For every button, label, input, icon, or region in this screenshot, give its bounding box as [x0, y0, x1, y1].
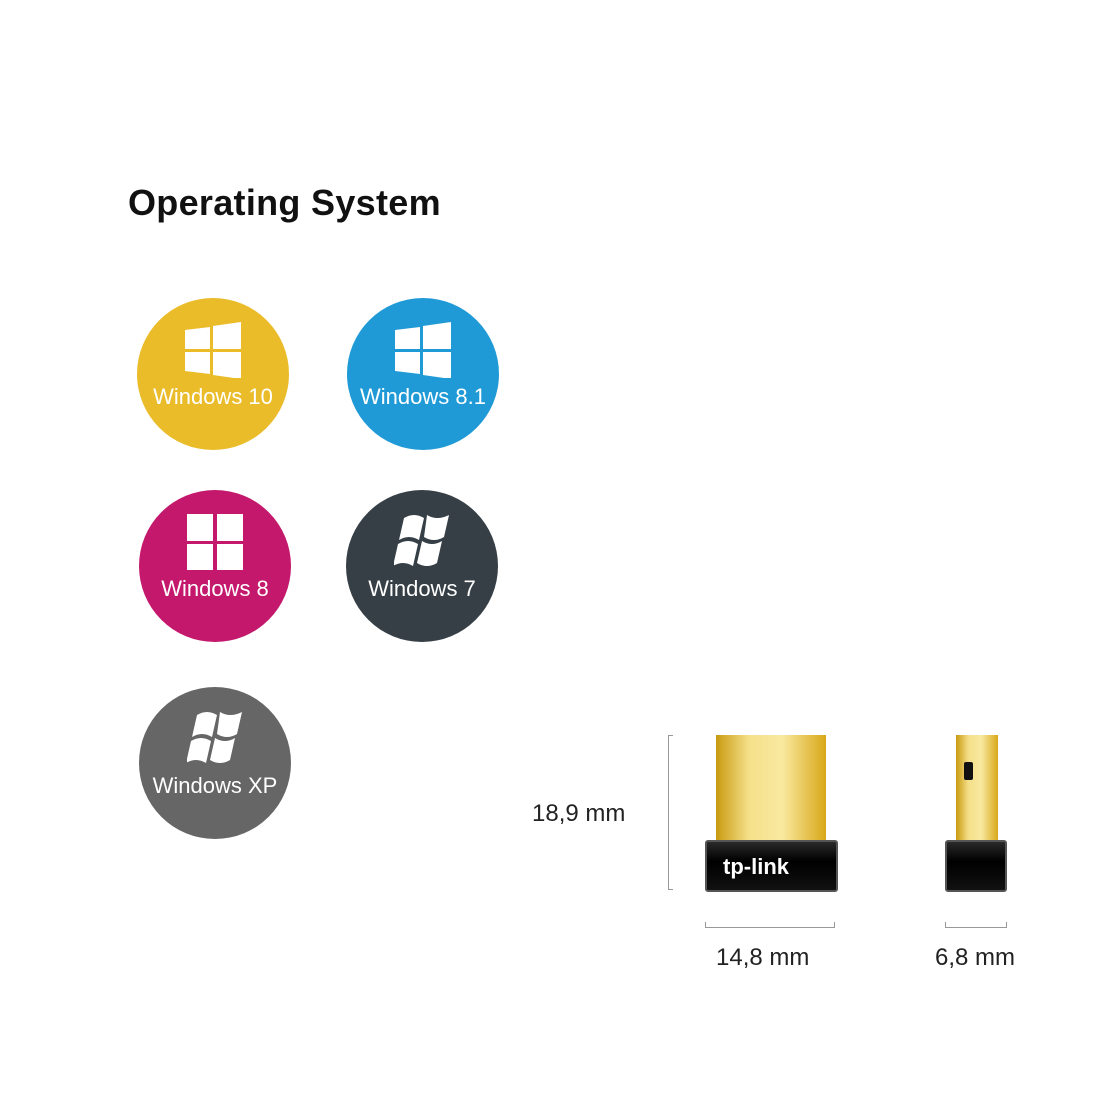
depth-dimension-label: 6,8 mm	[935, 944, 1016, 971]
os-badge-windows-10: Windows 10	[137, 298, 289, 450]
width-dimension-line	[705, 922, 835, 928]
windows-8-logo-icon	[187, 514, 243, 570]
depth-dimension-line	[945, 922, 1007, 928]
os-badge-windows-8-1: Windows 8.1	[347, 298, 499, 450]
height-dimension-line	[668, 735, 673, 890]
os-label: Windows 8	[161, 576, 269, 601]
os-badge-windows-8: Windows 8	[139, 490, 291, 642]
os-badge-windows-xp: Windows XP	[139, 687, 291, 839]
brand-logo: tp-link	[723, 854, 789, 879]
os-label: Windows XP	[152, 773, 278, 798]
os-label: Windows 7	[368, 576, 476, 601]
os-label: Windows 10	[153, 384, 273, 409]
os-label: Windows 8.1	[360, 384, 486, 409]
height-dimension-label: 18,9 mm	[532, 800, 626, 827]
width-dimension-label: 14,8 mm	[716, 944, 810, 971]
windows-10-logo-icon	[185, 322, 241, 378]
windows-8-logo-icon	[395, 322, 451, 378]
windows-flag-icon	[394, 515, 449, 566]
windows-flag-icon	[187, 712, 242, 763]
section-title: Operating System	[128, 182, 441, 223]
os-badge-windows-7: Windows 7	[346, 490, 498, 642]
